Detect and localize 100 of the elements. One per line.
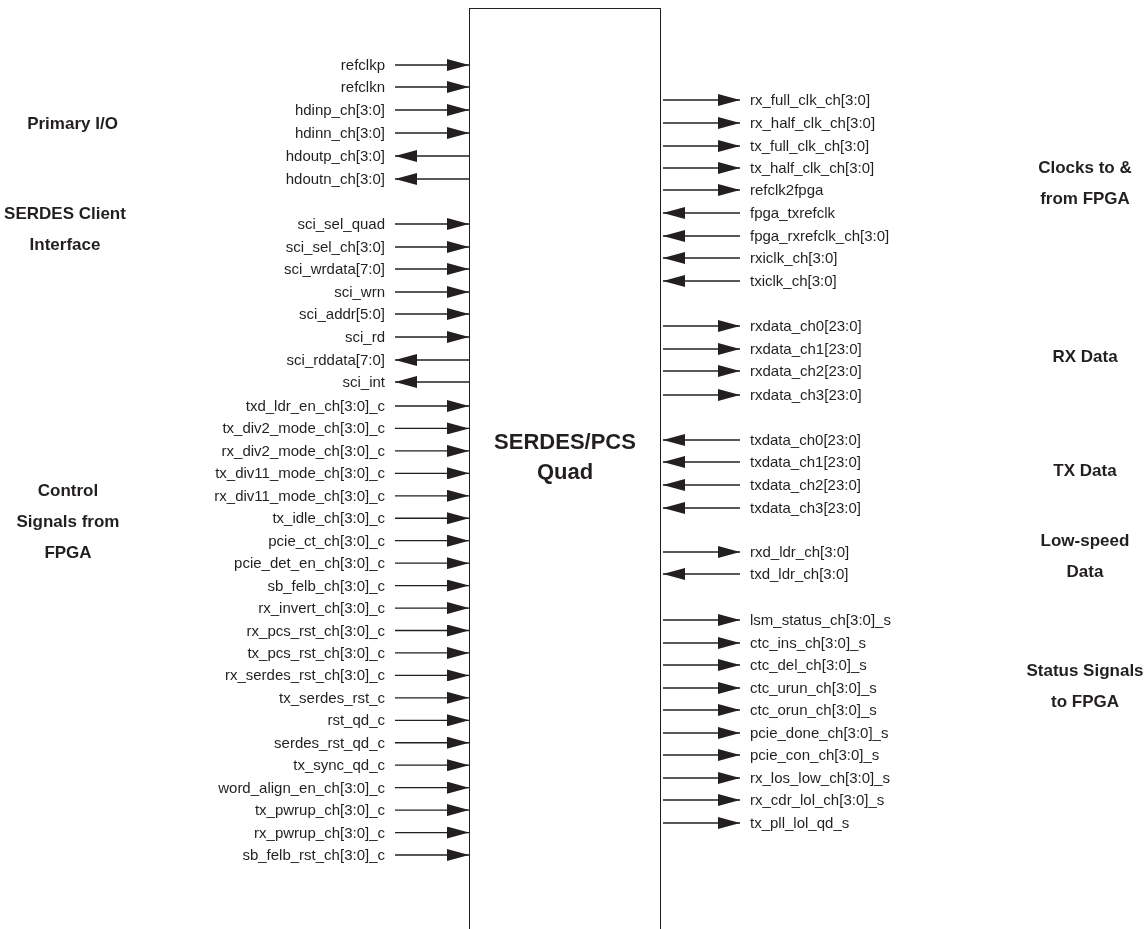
group-heading: TX Data (1052, 460, 1118, 482)
arrow (394, 534, 470, 547)
arrow (394, 624, 470, 637)
arrow (662, 568, 741, 580)
signal-name: serdes_rst_qd_c (274, 733, 395, 752)
arrow (394, 781, 470, 794)
signal-name: tx_div2_mode_ch[3:0]_c (222, 419, 395, 438)
block-title: SERDES/PCS Quad (493, 428, 637, 486)
signal-name: rxdata_ch1[23:0] (740, 340, 862, 358)
signal-name: refclkn (340, 78, 395, 96)
arrow (394, 173, 470, 185)
signal-name: ctc_urun_ch[3:0]_s (740, 679, 877, 697)
signal-name: hdinp_ch[3:0] (294, 101, 395, 119)
arrow (662, 252, 741, 264)
arrow (394, 467, 470, 480)
arrow (394, 263, 470, 275)
arrow (394, 691, 470, 704)
group-heading: Status Signals to FPGA (1025, 660, 1145, 713)
signal-name: pcie_done_ch[3:0]_s (740, 724, 889, 742)
group-heading: Primary I/O (26, 113, 119, 135)
signal-name: rx_los_low_ch[3:0]_s (740, 769, 891, 787)
arrow (662, 184, 741, 196)
signal-name: rx_cdr_lol_ch[3:0]_s (740, 791, 885, 809)
signal-name: tx_pwrup_ch[3:0]_c (254, 801, 395, 820)
arrow (662, 614, 741, 626)
arrow (662, 659, 741, 671)
arrow (394, 826, 470, 839)
signal-name: tx_idle_ch[3:0]_c (272, 509, 395, 528)
arrow (394, 804, 470, 817)
arrow (662, 207, 741, 219)
arrow (394, 602, 470, 615)
signal-name: ctc_del_ch[3:0]_s (740, 656, 867, 674)
arrow (394, 150, 470, 162)
arrow (394, 354, 470, 366)
arrow (662, 749, 741, 761)
signal-name: sci_int (342, 373, 395, 391)
signal-name: sci_addr[5:0] (299, 305, 395, 323)
arrow (394, 331, 470, 343)
arrow (394, 308, 470, 320)
group-heading: Low-speed Data (1039, 530, 1131, 583)
arrow (394, 759, 470, 772)
arrow (662, 389, 741, 401)
arrow (394, 81, 470, 93)
arrow (394, 400, 470, 412)
signal-name: rx_div2_mode_ch[3:0]_c (221, 441, 395, 460)
arrow (662, 365, 741, 377)
arrow (394, 669, 470, 682)
arrow (394, 59, 470, 71)
arrow (394, 104, 470, 116)
arrow (662, 772, 741, 784)
arrow (394, 736, 470, 749)
signal-name: txiclk_ch[3:0] (740, 272, 837, 290)
arrow (662, 162, 741, 174)
signal-name: sb_felb_rst_ch[3:0]_c (242, 846, 395, 864)
signal-name: rst_qd_c (327, 711, 395, 730)
signal-name: pcie_det_en_ch[3:0]_c (234, 554, 395, 573)
arrow (394, 579, 470, 592)
signal-name: rx_pwrup_ch[3:0]_c (254, 823, 395, 842)
signal-name: rxiclk_ch[3:0] (740, 249, 838, 267)
signal-name: tx_serdes_rst_c (279, 688, 395, 707)
signal-name: rx_half_clk_ch[3:0] (740, 114, 876, 132)
arrow (662, 94, 741, 106)
signal-name: tx_full_clk_ch[3:0] (740, 137, 870, 155)
signal-name: tx_div11_mode_ch[3:0]_c (215, 464, 395, 483)
arrow (662, 275, 741, 287)
signal-name: pcie_con_ch[3:0]_s (740, 746, 880, 764)
arrow (662, 817, 741, 829)
signal-name: rxd_ldr_ch[3:0] (740, 543, 850, 561)
signal-name: rx_div11_mode_ch[3:0]_c (214, 486, 395, 505)
arrow (394, 714, 470, 727)
arrow (662, 479, 741, 491)
signal-name: fpga_rxrefclk_ch[3:0] (740, 227, 890, 245)
arrow (662, 682, 741, 694)
signal-name: sci_sel_quad (297, 215, 395, 233)
arrow (394, 512, 470, 525)
signal-name: txdata_ch0[23:0] (740, 431, 861, 449)
arrow (394, 557, 470, 570)
signal-name: sci_rd (345, 328, 395, 346)
arrow (394, 422, 470, 435)
signal-name: refclk2fpga (740, 181, 824, 199)
arrow (394, 127, 470, 139)
arrow (394, 218, 470, 230)
signal-name: sci_wrdata[7:0] (284, 260, 395, 278)
group-heading: RX Data (1051, 346, 1119, 368)
signal-name: rx_full_clk_ch[3:0] (740, 91, 871, 109)
arrow (662, 434, 741, 446)
signal-name: fpga_txrefclk (740, 204, 836, 222)
arrow (662, 637, 741, 649)
signal-name: tx_half_clk_ch[3:0] (740, 159, 875, 177)
signal-name: hdoutp_ch[3:0] (285, 147, 395, 165)
signal-name: txd_ldr_ch[3:0] (740, 565, 849, 583)
signal-name: hdinn_ch[3:0] (294, 124, 395, 142)
arrow (662, 502, 741, 514)
signal-name: txdata_ch3[23:0] (740, 499, 861, 517)
signal-name: rxdata_ch0[23:0] (740, 317, 862, 335)
arrow (662, 343, 741, 355)
signal-name: sci_rddata[7:0] (286, 351, 395, 369)
arrow (662, 727, 741, 739)
signal-name: ctc_orun_ch[3:0]_s (740, 701, 877, 719)
group-heading: SERDES Client Interface (3, 203, 127, 256)
